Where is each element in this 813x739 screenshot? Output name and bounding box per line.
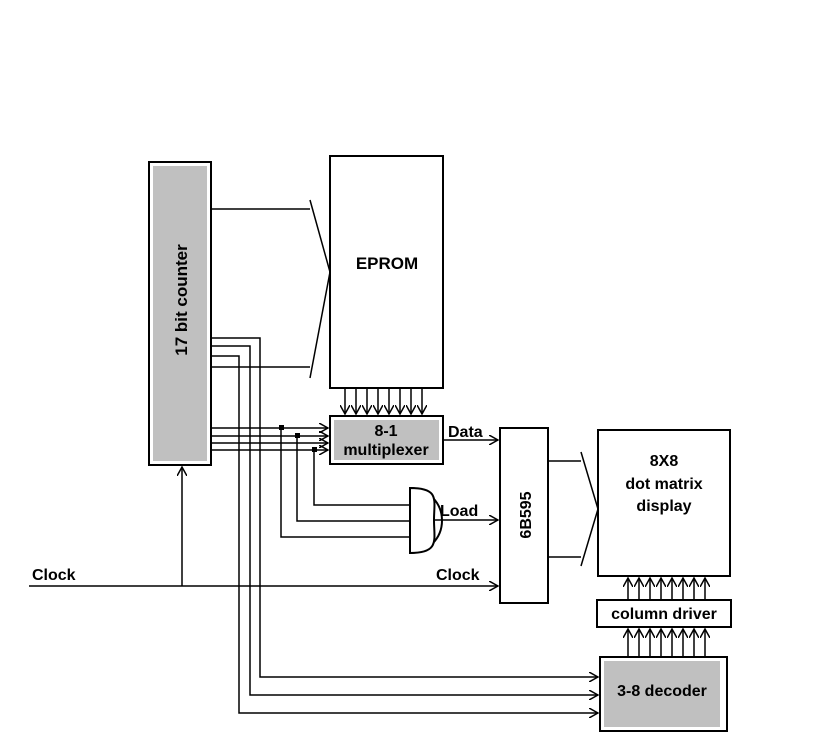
clock-sr-label: Clock — [436, 567, 480, 584]
decoder-input-lines — [211, 337, 598, 713]
display-label-line3: display — [636, 498, 691, 515]
mux-label-line1: 8-1 — [374, 423, 397, 440]
column-lines-lower — [628, 629, 705, 657]
column-driver-block: column driver — [596, 599, 732, 628]
mux-label-line2: multiplexer — [343, 442, 428, 459]
clock-input-label: Clock — [32, 567, 76, 584]
mux-select-lines — [211, 425, 328, 452]
data-line: Data — [443, 424, 498, 441]
multiplexer-block: 8-1 multiplexer — [329, 415, 444, 465]
address-bus — [211, 199, 331, 379]
decoder-block: 3-8 decoder — [599, 656, 728, 732]
load-gate-inputs — [280, 428, 410, 538]
and-gate-body — [409, 486, 436, 555]
eprom-block: EPROM — [329, 155, 444, 389]
shift-register-block: 6B595 — [499, 427, 549, 604]
eprom-label: EPROM — [356, 254, 418, 273]
column-driver-label: column driver — [611, 606, 717, 623]
shift-register-label: 6B595 — [518, 491, 535, 538]
clock-line: Clock Clock — [29, 467, 498, 586]
display-label-line1: 8X8 — [650, 453, 679, 470]
eprom-data-lines — [345, 388, 422, 414]
display-block: 8X8 dot matrix display — [597, 429, 731, 577]
counter-block: 17 bit counter — [148, 161, 212, 466]
display-label-line2: dot matrix — [625, 476, 702, 493]
load-label: Load — [440, 503, 478, 520]
load-line: Load — [434, 503, 498, 520]
row-bus — [548, 451, 599, 567]
decoder-label: 3-8 decoder — [617, 683, 707, 700]
column-lines-upper — [628, 578, 705, 600]
data-label: Data — [448, 424, 483, 441]
counter-label: 17 bit counter — [172, 244, 191, 356]
